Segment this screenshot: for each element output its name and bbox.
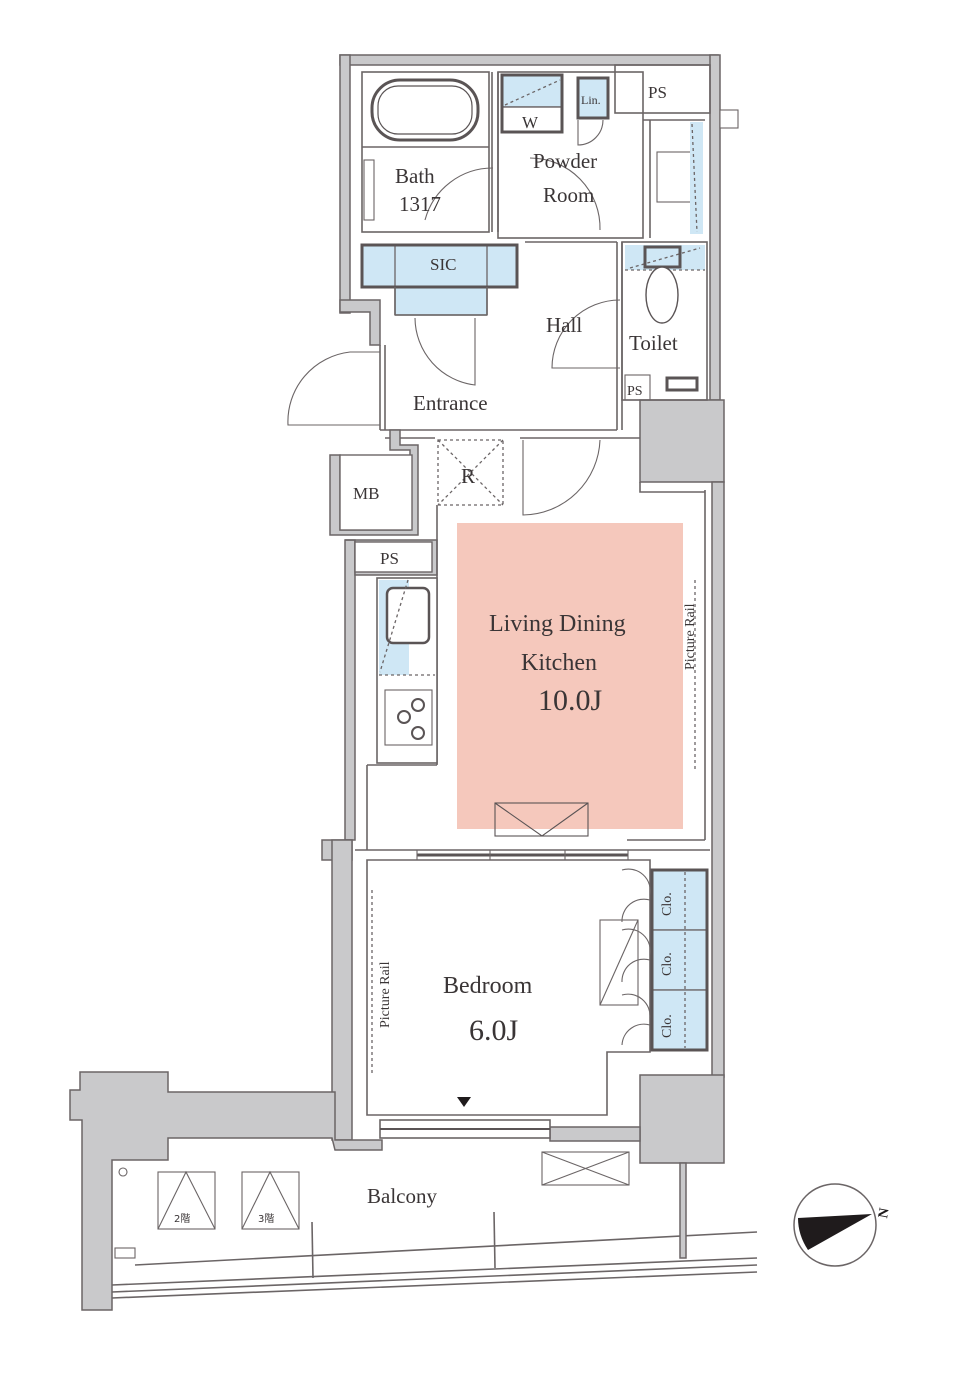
balcony-label: Balcony xyxy=(367,1184,437,1208)
ps-top-label: PS xyxy=(648,83,667,102)
toilet-label: Toilet xyxy=(629,331,678,355)
ps-kitchen-label: PS xyxy=(380,549,399,568)
ps-toilet-label: PS xyxy=(627,384,643,399)
linen-label: Lin. xyxy=(581,93,601,107)
doors xyxy=(287,119,629,860)
interior-partitions xyxy=(329,64,711,851)
powder-room-label-line2: Room xyxy=(543,183,594,207)
ldk-floor xyxy=(457,523,683,829)
sic-label: SIC xyxy=(430,255,456,274)
ldk-label-line1: Living Dining xyxy=(489,611,626,637)
exterior-walls xyxy=(69,54,739,1311)
room-labels: Bath 1317 Powder Room W Lin. PS SIC Hall… xyxy=(174,83,698,1225)
picture-rail-bedroom-label: Picture Rail xyxy=(378,961,393,1028)
mb-label: MB xyxy=(353,484,379,503)
closet-label-2: Clo. xyxy=(660,952,675,976)
balcony xyxy=(111,1151,758,1299)
bedroom xyxy=(366,859,709,1139)
evac-hatch-3f-label: 3階 xyxy=(258,1213,274,1225)
bedroom-size-label: 6.0J xyxy=(469,1014,519,1047)
ldk-size-label: 10.0J xyxy=(538,684,603,717)
bath-size-label: 1317 xyxy=(399,192,441,216)
hall-label: Hall xyxy=(546,313,582,337)
closet-label-3: Clo. xyxy=(660,1014,675,1038)
evac-hatch-2f-label: 2階 xyxy=(174,1213,190,1225)
ldk-label-line2: Kitchen xyxy=(521,650,597,676)
entrance-label: Entrance xyxy=(413,391,488,415)
compass-north-label: N xyxy=(876,1207,893,1220)
compass-icon: N xyxy=(793,1183,893,1267)
washer-label: W xyxy=(522,113,539,132)
picture-rail-ldk-label: Picture Rail xyxy=(683,603,698,670)
bath-label: Bath xyxy=(395,164,435,188)
refrigerator-label: R xyxy=(461,464,475,488)
powder-room-label-line1: Powder xyxy=(533,149,597,173)
closet-label-1: Clo. xyxy=(660,892,675,916)
bedroom-label: Bedroom xyxy=(443,973,533,999)
